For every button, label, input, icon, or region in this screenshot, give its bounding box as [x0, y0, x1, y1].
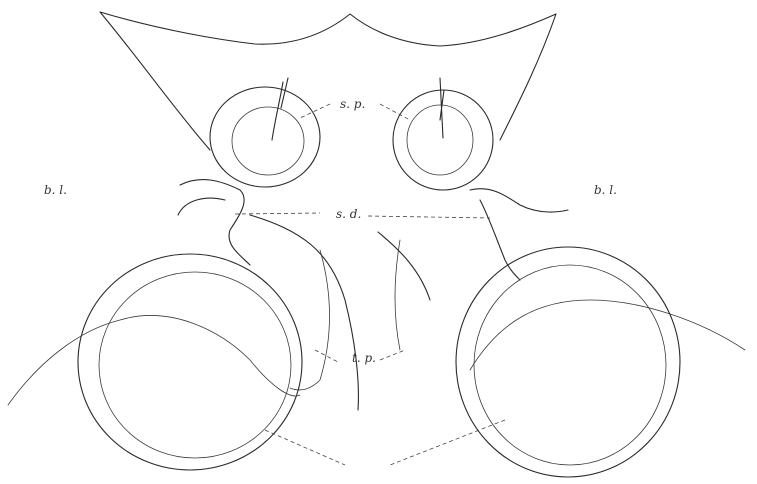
- inner-fold-right: [395, 240, 400, 350]
- label-bl-right: b. l.: [594, 184, 617, 196]
- upper-right-cell: [393, 78, 493, 190]
- lower-right-cell: [456, 247, 680, 477]
- head-outline: [100, 12, 556, 150]
- body-center-outline: [250, 215, 430, 410]
- wave-line-right: [470, 300, 745, 370]
- label-tp: t. p.: [352, 352, 376, 364]
- leader-lines: [235, 104, 505, 465]
- label-bl-left: b. l.: [44, 184, 67, 196]
- wave-line-left: [8, 316, 300, 405]
- lower-left-cell: [78, 254, 302, 470]
- inner-fold-left: [290, 250, 329, 390]
- left-duct: [178, 180, 250, 265]
- label-sd: s. d.: [336, 208, 361, 220]
- label-sp: s. p.: [340, 98, 365, 110]
- upper-left-cell: [210, 78, 320, 187]
